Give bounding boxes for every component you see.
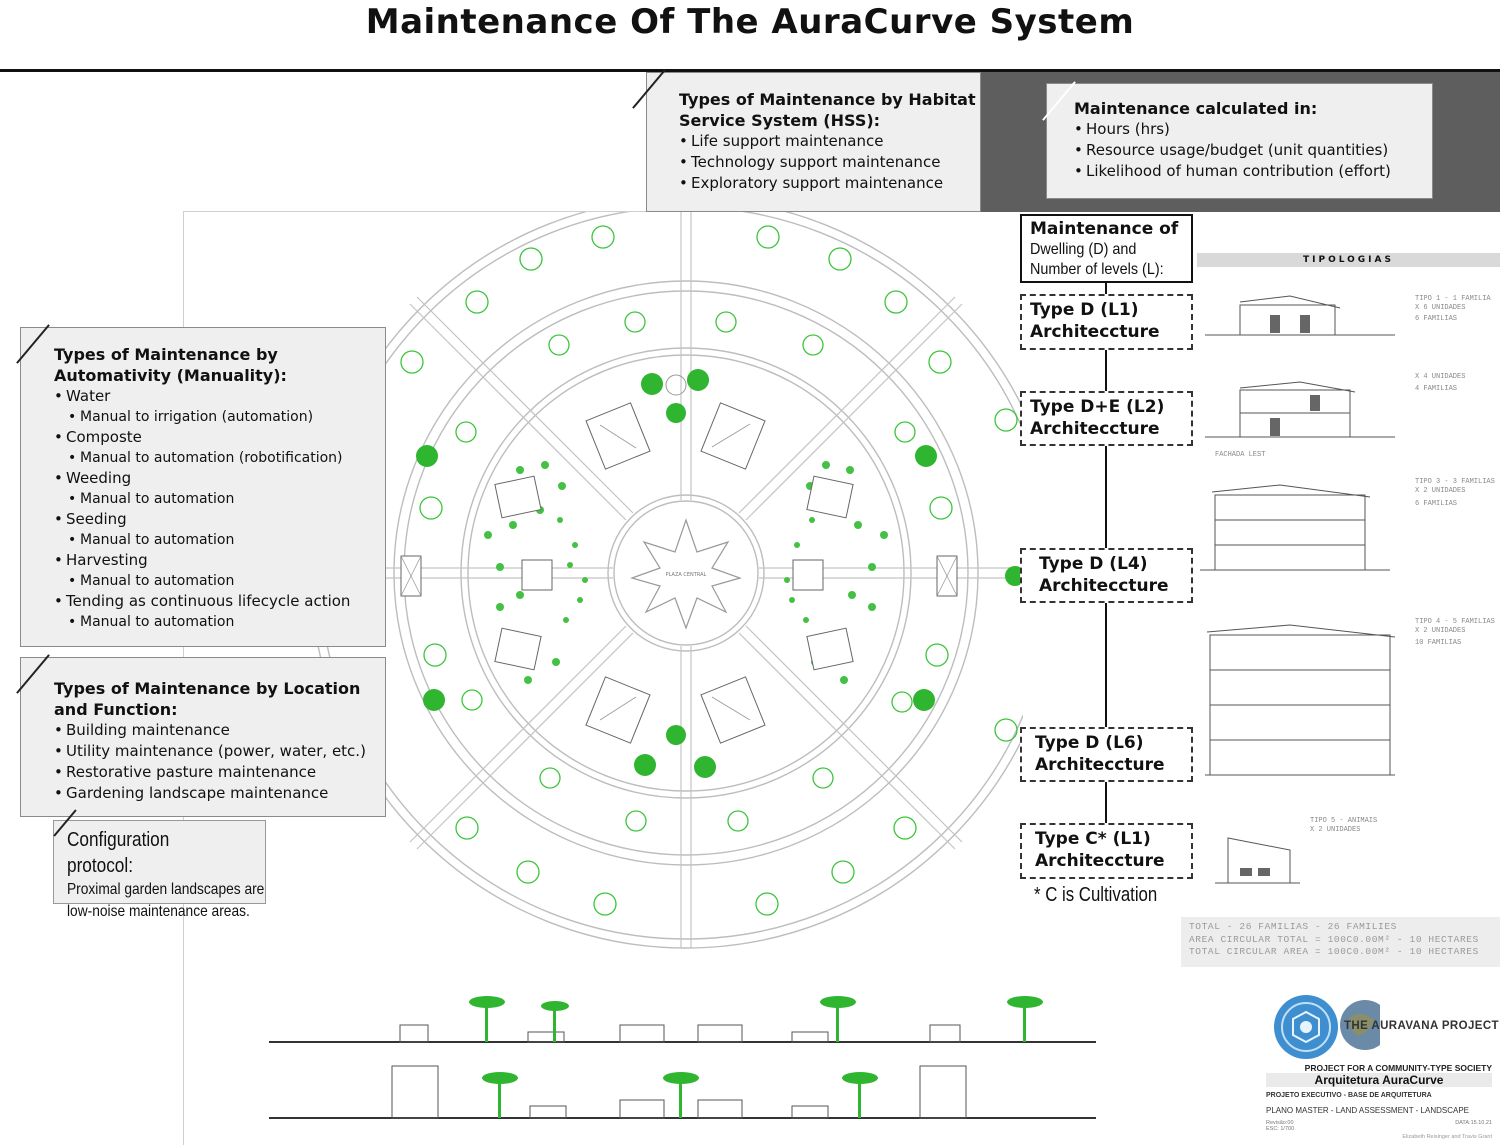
tipo-label: X 2 UNIDADES [1415, 627, 1465, 635]
location-item: •Gardening landscape maintenance [54, 784, 329, 802]
location-panel: Types of Maintenance by Location and Fun… [20, 657, 386, 817]
type-subtitle: Architeccture [1035, 755, 1165, 775]
totals-line: TOTAL CIRCULAR AREA = 100C0.00M² - 10 HE… [1189, 946, 1479, 957]
automativity-subitem: •Manual to automation [68, 532, 235, 548]
maintenance-of-line: Dwelling (D) and [1030, 241, 1137, 258]
automativity-item: •Seeding [54, 510, 127, 528]
authors: Elizabeth Reisinger and Travis Grant [1402, 1134, 1492, 1140]
calc-item: •Resource usage/budget (unit quantities) [1074, 141, 1389, 159]
tipo-label: X 2 UNIDADES [1415, 487, 1465, 495]
tipo-label: TIPO 1 - 1 FAMILIA [1415, 295, 1491, 303]
type-d-l1-box: Type D (L1) Architeccture [1020, 294, 1193, 350]
org-name: THE AURAVANA PROJECT [1344, 1020, 1499, 1032]
automativity-item: •Weeding [54, 469, 132, 487]
calc-panel: Maintenance calculated in: •Hours (hrs) … [1046, 83, 1433, 199]
hss-heading: Types of Maintenance by Habitat Service … [679, 90, 976, 130]
totals-panel: TOTAL - 26 FAMILIAS - 26 FAMILIES AREA C… [1181, 917, 1500, 967]
site-sections [269, 996, 1096, 1119]
tipo-label: TIPO 5 - ANIMAIS [1310, 817, 1377, 825]
type-name: Type D (L4) [1039, 554, 1148, 574]
tipo-label: X 4 UNIDADES [1415, 373, 1465, 381]
location-item: •Building maintenance [54, 721, 230, 739]
type-subtitle: Architeccture [1039, 576, 1169, 596]
automativity-item: •Tending as continuous lifecycle action [54, 592, 351, 610]
tipo-label: X 2 UNIDADES [1310, 826, 1360, 834]
site-plan: PLAZA CENTRAL [310, 212, 1023, 949]
type-name: Type C* (L1) [1035, 829, 1151, 849]
scale: ESC: 1/700 [1266, 1126, 1295, 1132]
type-d-l6-box: Type D (L6) Architeccture [1020, 727, 1193, 782]
type-name: Type D (L6) [1035, 733, 1144, 753]
date: DATA:15.10.21 [1455, 1120, 1492, 1126]
tipo-label: 10 FAMILIAS [1415, 639, 1461, 647]
tipo-label: 4 FAMILIAS [1415, 385, 1457, 393]
calc-heading: Maintenance calculated in: [1074, 99, 1318, 118]
totals-line: TOTAL - 26 FAMILIAS - 26 FAMILIES [1189, 921, 1397, 932]
config-panel: Configuration protocol: Proximal garden … [53, 820, 266, 920]
tipo-caption: FACHADA LEST [1215, 451, 1265, 459]
tipo-label: TIPO 4 - 5 FAMILIAS [1415, 618, 1495, 626]
location-item: •Utility maintenance (power, water, etc.… [54, 742, 366, 760]
tipologias-header: TIPOLOGIAS [1197, 253, 1500, 267]
calc-item: •Likelihood of human contribution (effor… [1074, 162, 1391, 180]
automativity-subitem: •Manual to irrigation (automation) [68, 409, 314, 425]
automativity-item: •Composte [54, 428, 142, 446]
tipo-label: TIPO 3 - 3 FAMILIAS [1415, 478, 1495, 486]
title-rule [0, 69, 1500, 72]
location-item: •Restorative pasture maintenance [54, 763, 317, 781]
totals-line: AREA CIRCULAR TOTAL = 100C0.00M² - 10 HE… [1189, 933, 1479, 945]
tipo-label: 6 FAMILIAS [1415, 500, 1457, 508]
hss-item: •Exploratory support maintenance [679, 174, 944, 192]
revision: Revisão:00 [1266, 1120, 1294, 1126]
type-c-l1-box: Type C* (L1) Architeccture [1020, 823, 1193, 879]
calc-item: •Hours (hrs) [1074, 120, 1170, 138]
phase: PROJETO EXECUTIVO - BASE DE ARQUITETURA [1266, 1092, 1432, 1099]
auravana-logo-icon [1274, 995, 1380, 1059]
maintenance-of-panel: Maintenance of Dwelling (D) and Number o… [1020, 214, 1193, 283]
sheet-name: PLANO MASTER - LAND ASSESSMENT - LANDSCA… [1266, 1106, 1470, 1115]
hss-item: •Technology support maintenance [679, 153, 941, 171]
project-name: Arquitetura AuraCurve [1266, 1073, 1492, 1087]
type-subtitle: Architeccture [1030, 419, 1160, 439]
automativity-panel: Types of Maintenance by Automativity (Ma… [20, 327, 386, 647]
config-line: low-noise maintenance areas. [67, 903, 250, 920]
automativity-item: •Water [54, 387, 111, 405]
tipo-label: X 6 UNIDADES [1415, 304, 1465, 312]
type-subtitle: Architeccture [1030, 322, 1160, 342]
tipo-label: 6 FAMILIAS [1415, 315, 1457, 323]
type-subtitle: Architeccture [1035, 851, 1165, 871]
hss-panel: Types of Maintenance by Habitat Service … [646, 72, 981, 212]
type-d-e-l2-box: Type D+E (L2) Architeccture [1020, 391, 1193, 446]
automativity-subitem: •Manual to automation (robotification) [68, 450, 343, 466]
tagline: PROJECT FOR A COMMUNITY-TYPE SOCIETY [1304, 1063, 1492, 1073]
maintenance-of-line: Number of levels (L): [1030, 261, 1164, 278]
automativity-subitem: •Manual to automation [68, 491, 235, 507]
automativity-subitem: •Manual to automation [68, 573, 235, 589]
automativity-subitem: •Manual to automation [68, 614, 235, 630]
typology-elevations: TIPO 1 - 1 FAMILIA X 6 UNIDADES 6 FAMILI… [1200, 295, 1495, 884]
config-line: Proximal garden landscapes are [67, 881, 265, 898]
location-heading: Types of Maintenance by Location and Fun… [54, 679, 361, 719]
type-name: Type D (L1) [1030, 300, 1139, 320]
type-name: Type D+E (L2) [1030, 397, 1165, 417]
config-heading: Configuration protocol: [67, 829, 170, 877]
page-title: Maintenance Of The AuraCurve System [365, 2, 1135, 42]
automativity-item: •Harvesting [54, 551, 148, 569]
automativity-heading: Types of Maintenance by Automativity (Ma… [54, 345, 287, 385]
type-d-l4-box: Type D (L4) Architeccture [1020, 548, 1193, 603]
hss-item: •Life support maintenance [679, 132, 884, 150]
footnote: * C is Cultivation [1034, 884, 1158, 906]
center-label: PLAZA CENTRAL [666, 572, 707, 578]
maintenance-of-title: Maintenance of [1030, 219, 1179, 239]
